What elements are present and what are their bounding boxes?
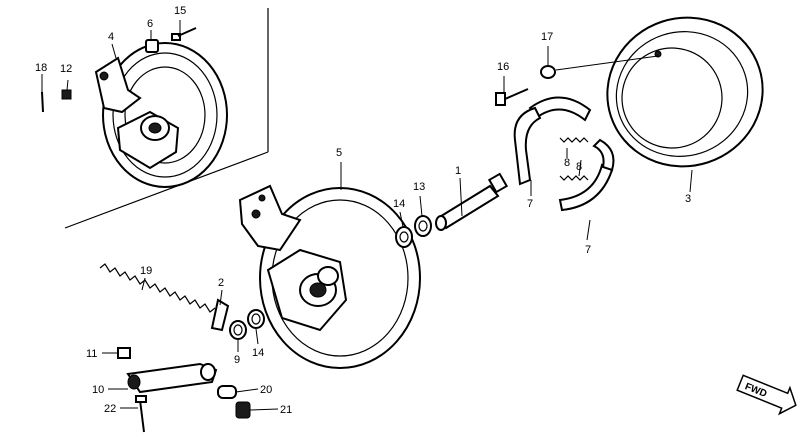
callout-12: 12 — [60, 63, 72, 75]
fwd-arrow-icon — [736, 374, 797, 416]
fwd-direction-marker: FWD — [736, 374, 797, 416]
callout-15: 15 — [174, 5, 186, 17]
part-14-seal-a — [395, 226, 413, 248]
callout-3: 3 — [685, 193, 691, 205]
callout-22: 22 — [104, 403, 116, 415]
part-20-pin — [217, 385, 237, 399]
part-5-brake-panel — [238, 184, 421, 369]
part-21-collar — [235, 401, 251, 419]
callout-9: 9 — [234, 354, 240, 366]
part-2-wear-indicator — [210, 298, 230, 332]
callout-1: 1 — [455, 165, 461, 177]
leader-lines — [41, 20, 693, 411]
callout-14b: 14 — [252, 347, 264, 359]
callout-10: 10 — [92, 384, 104, 396]
inset-divider — [64, 8, 269, 229]
part-11-nut — [117, 347, 131, 359]
part-16-bolt — [495, 88, 529, 106]
callout-5: 5 — [336, 147, 342, 159]
part-1-cam-shaft — [435, 172, 509, 231]
part-19-spring — [99, 263, 216, 313]
part-14-seal-b — [247, 309, 265, 329]
callout-17: 17 — [541, 31, 553, 43]
part-10-brake-arm — [126, 362, 218, 394]
callout-18: 18 — [35, 62, 47, 74]
callout-6: 6 — [147, 18, 153, 30]
part-13-washer — [414, 215, 432, 237]
part-3-brake-drum — [606, 16, 764, 168]
callout-16: 16 — [497, 61, 509, 73]
part-15-bolt — [171, 27, 197, 41]
part-6-collar — [145, 39, 159, 53]
part-7-brake-shoes — [513, 96, 615, 212]
callout-7a: 7 — [527, 198, 533, 210]
part-8-springs — [559, 137, 589, 181]
callout-21: 21 — [280, 404, 292, 416]
callout-20: 20 — [260, 384, 272, 396]
callout-14a: 14 — [393, 198, 405, 210]
callout-4: 4 — [108, 31, 114, 43]
callout-7b: 7 — [585, 244, 591, 256]
callout-13: 13 — [413, 181, 425, 193]
part-17-washer — [540, 65, 556, 79]
callout-8b: 8 — [576, 161, 582, 173]
callout-8a: 8 — [564, 157, 570, 169]
part-22-bolt — [135, 395, 147, 433]
part-12-nut — [61, 89, 72, 100]
part-18-cotter-pin — [41, 91, 44, 113]
callout-2: 2 — [218, 277, 224, 289]
part-4-brake-panel-inset — [94, 42, 228, 188]
callout-19: 19 — [140, 265, 152, 277]
part-9-seal — [229, 320, 247, 340]
callout-11: 11 — [86, 348, 97, 360]
callout-labels: 1 2 3 4 5 6 7 7 8 8 9 10 11 12 13 14 14 … — [35, 5, 691, 416]
